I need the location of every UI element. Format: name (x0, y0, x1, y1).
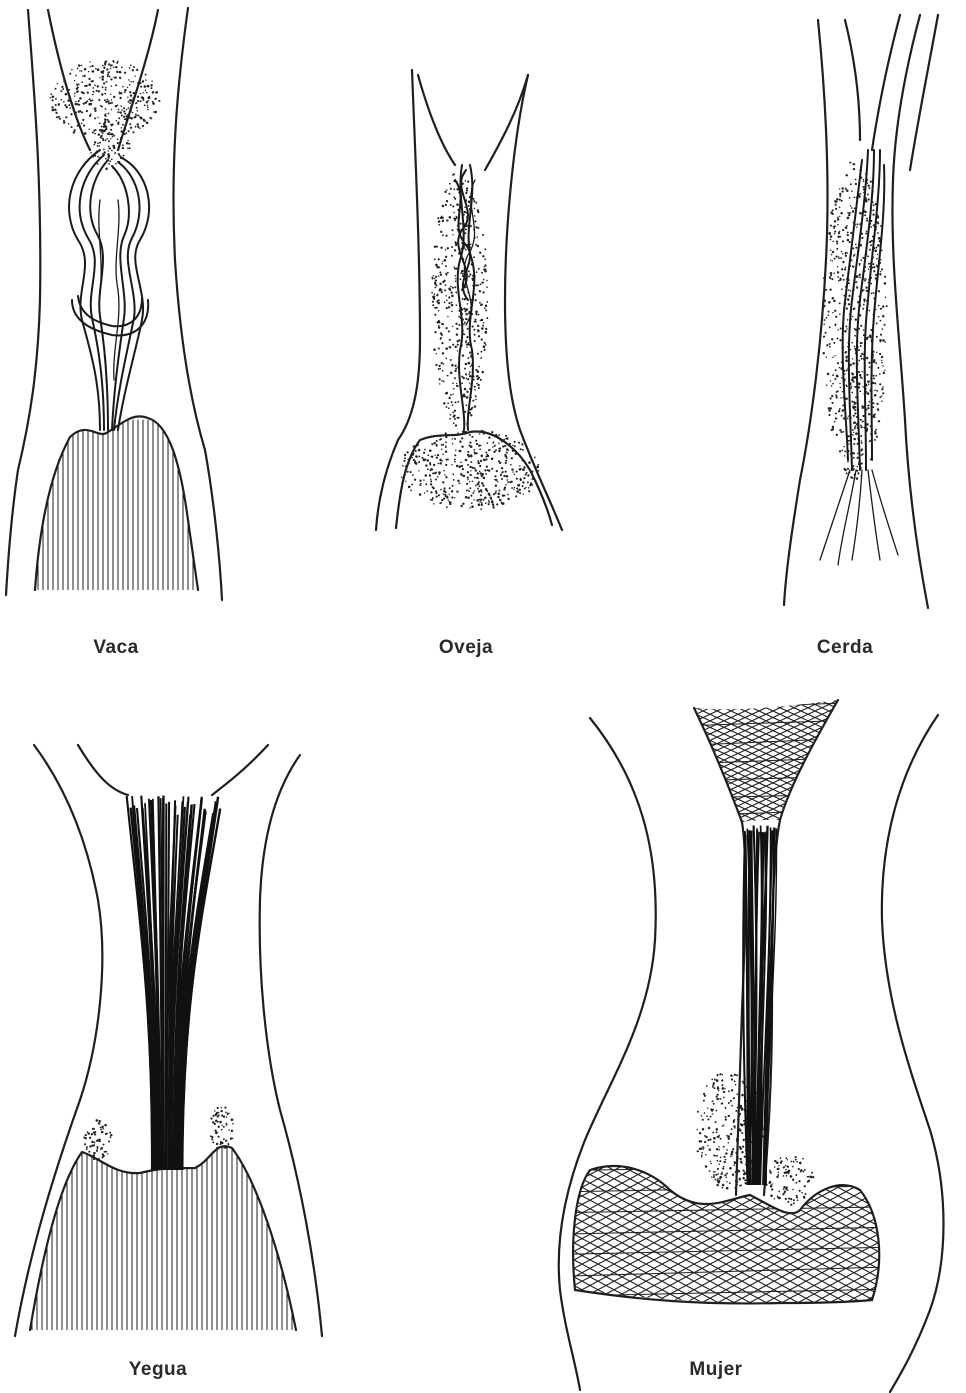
yegua-illustration: Yegua (15, 745, 322, 1380)
label-yegua: Yegua (129, 1359, 187, 1380)
label-vaca: Vaca (93, 637, 138, 658)
oveja-illustration: Oveja (376, 70, 562, 658)
label-cerda: Cerda (817, 637, 873, 658)
vaca-illustration: Vaca (6, 8, 222, 658)
label-oveja: Oveja (439, 637, 493, 658)
cerda-illustration: Cerda (784, 15, 938, 658)
label-mujer: Mujer (689, 1359, 742, 1380)
